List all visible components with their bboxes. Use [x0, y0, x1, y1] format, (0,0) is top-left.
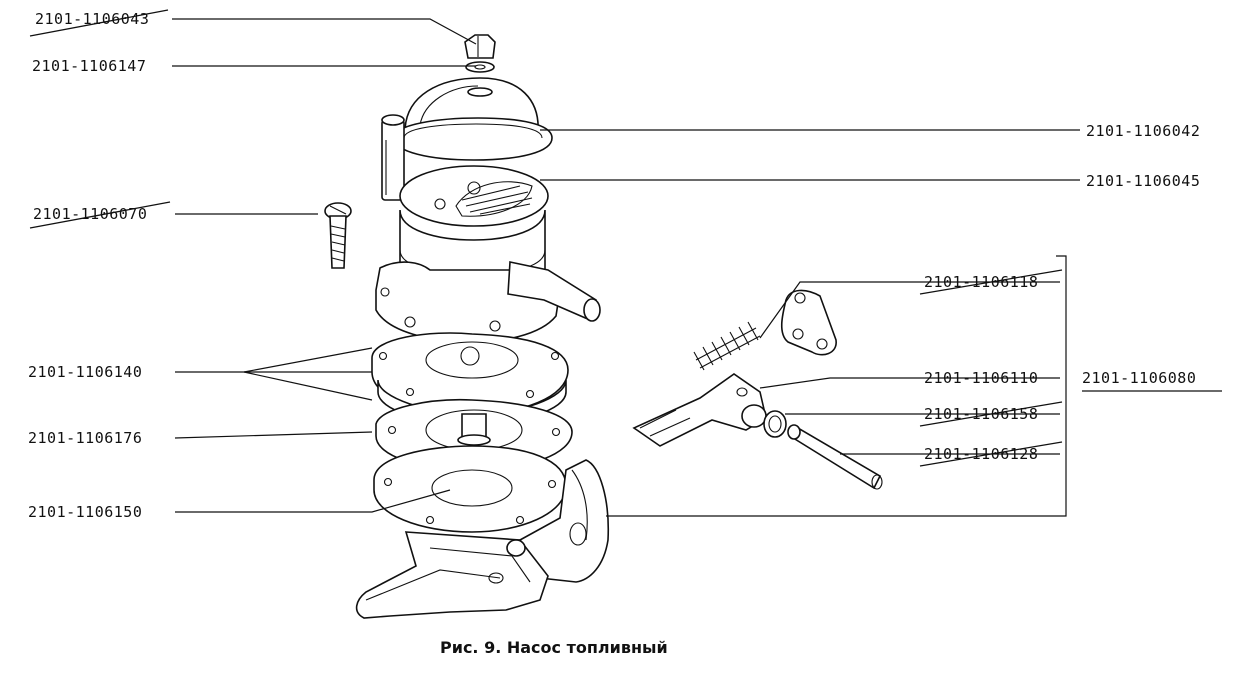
mounting-foot-part: [355, 531, 549, 619]
inlet-tube-part: [381, 114, 405, 201]
top-bolt-part: [464, 34, 496, 73]
cover-screw-part: [324, 202, 352, 269]
label-cover: 2101-1106042: [1086, 122, 1200, 140]
label-filter: 2101-1106045: [1086, 172, 1200, 190]
figure-caption: Рис. 9. Насос топливный: [440, 638, 668, 657]
label-ring: 2101-1106158: [924, 405, 1038, 423]
label-lever: 2101-1106110: [924, 369, 1038, 387]
label-ring-strike: [919, 401, 1063, 427]
label-cover-screw: 2101-1106070: [33, 205, 147, 223]
label-bolt-strike: [29, 9, 169, 37]
label-bolt: 2101-1106043: [35, 10, 149, 28]
label-spring-strike: [919, 269, 1063, 295]
label-diaphragm-assembly: 2101-1106150: [28, 503, 142, 521]
filter-disc-part: [399, 165, 549, 227]
pump-drawing: [324, 34, 883, 619]
axle-pin-part: [787, 424, 883, 490]
ring-part: [763, 410, 787, 438]
label-axle-strike: [919, 441, 1063, 467]
label-spacer: 2101-1106176: [28, 429, 142, 447]
label-pump-assembly: 2101-1106080: [1082, 369, 1196, 387]
dome-cover-part: [393, 77, 553, 161]
lever-part: [632, 373, 767, 447]
lever-spring-part: [693, 321, 761, 371]
label-axle: 2101-1106128: [924, 445, 1038, 463]
leader-lines: [172, 18, 1080, 517]
outlet-nozzle-part: [507, 261, 601, 322]
label-gaskets: 2101-1106140: [28, 363, 142, 381]
lower-body-part: [373, 445, 610, 583]
lever-arm-part: [780, 289, 837, 356]
label-bolt-washer: 2101-1106147: [32, 57, 146, 75]
label-cover-screw-strike: [29, 201, 171, 229]
label-spring: 2101-1106118: [924, 273, 1038, 291]
part-labels: 2101-1106043 2101-1106147 2101-1106042 2…: [28, 9, 1222, 521]
